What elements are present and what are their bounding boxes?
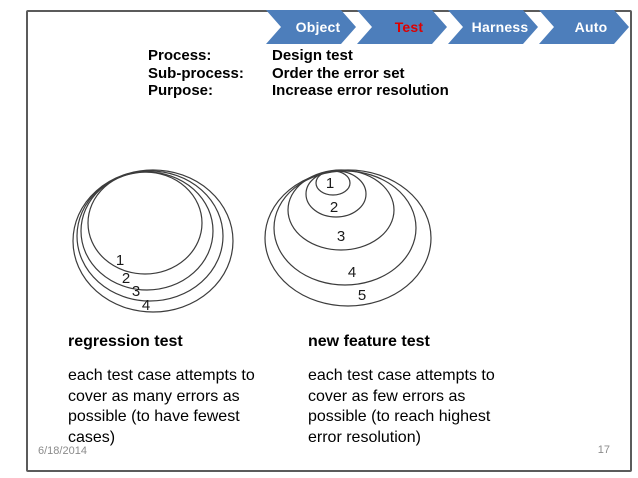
banner-step-auto: Auto xyxy=(539,10,629,44)
purpose-row: Purpose: Increase error resolution xyxy=(148,82,449,100)
purpose-value: Increase error resolution xyxy=(272,82,449,99)
new-feature-test-text-line: possible (to reach highest xyxy=(308,408,491,425)
new-feature-test-text-line: cover as few errors as xyxy=(308,387,466,405)
sub-process-row: Sub-process: Order the error set xyxy=(148,65,449,83)
banner-step-test-label: Test xyxy=(394,19,424,35)
new-feature-test-text-line: error resolution) xyxy=(308,428,421,446)
process-value: Design test xyxy=(272,47,353,64)
regression-test-column: regression test each test case attempts … xyxy=(68,333,304,448)
banner-step-auto-label: Auto xyxy=(574,19,608,35)
footer-page-number: 17 xyxy=(597,444,610,456)
footer-date: 6/18/2014 xyxy=(38,445,87,457)
new-feature-test-title: new feature test xyxy=(308,333,430,350)
purpose-label: Purpose: xyxy=(148,82,214,99)
banner-step-test: Test xyxy=(357,10,447,44)
regression-test-text-line: cover as many errors as xyxy=(68,387,240,405)
banner-step-object: Object xyxy=(266,10,356,44)
process-meta: Process: Design test Sub-process: Order … xyxy=(148,47,449,100)
new-feature-test-column: new feature test each test case attempts… xyxy=(308,333,544,448)
process-step-banner: Object Test Harness Auto xyxy=(0,0,638,46)
sub-process-value: Order the error set xyxy=(272,64,405,82)
regression-test-text-line: each test case attempts to xyxy=(68,367,255,384)
process-row: Process: Design test xyxy=(148,47,449,65)
banner-step-object-label: Object xyxy=(295,19,341,35)
sub-process-label: Sub-process: xyxy=(148,64,244,82)
banner-step-harness-label: Harness xyxy=(471,19,529,35)
regression-test-text-line: cases) xyxy=(68,428,116,446)
regression-test-title: regression test xyxy=(68,333,183,350)
new-feature-test-text-line: each test case attempts to xyxy=(308,367,495,384)
banner-step-harness: Harness xyxy=(448,10,538,44)
regression-test-text-line: possible (to have fewest xyxy=(68,408,240,425)
process-label: Process: xyxy=(148,47,212,64)
